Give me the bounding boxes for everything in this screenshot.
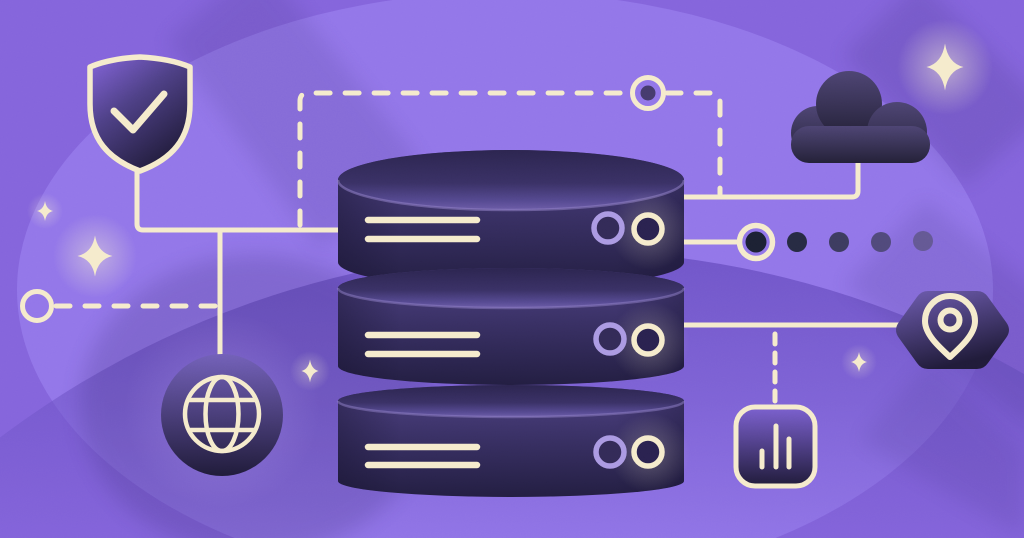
database-illustration [0, 0, 1024, 538]
illustration-canvas [0, 0, 1024, 538]
grain-texture [0, 0, 1024, 538]
